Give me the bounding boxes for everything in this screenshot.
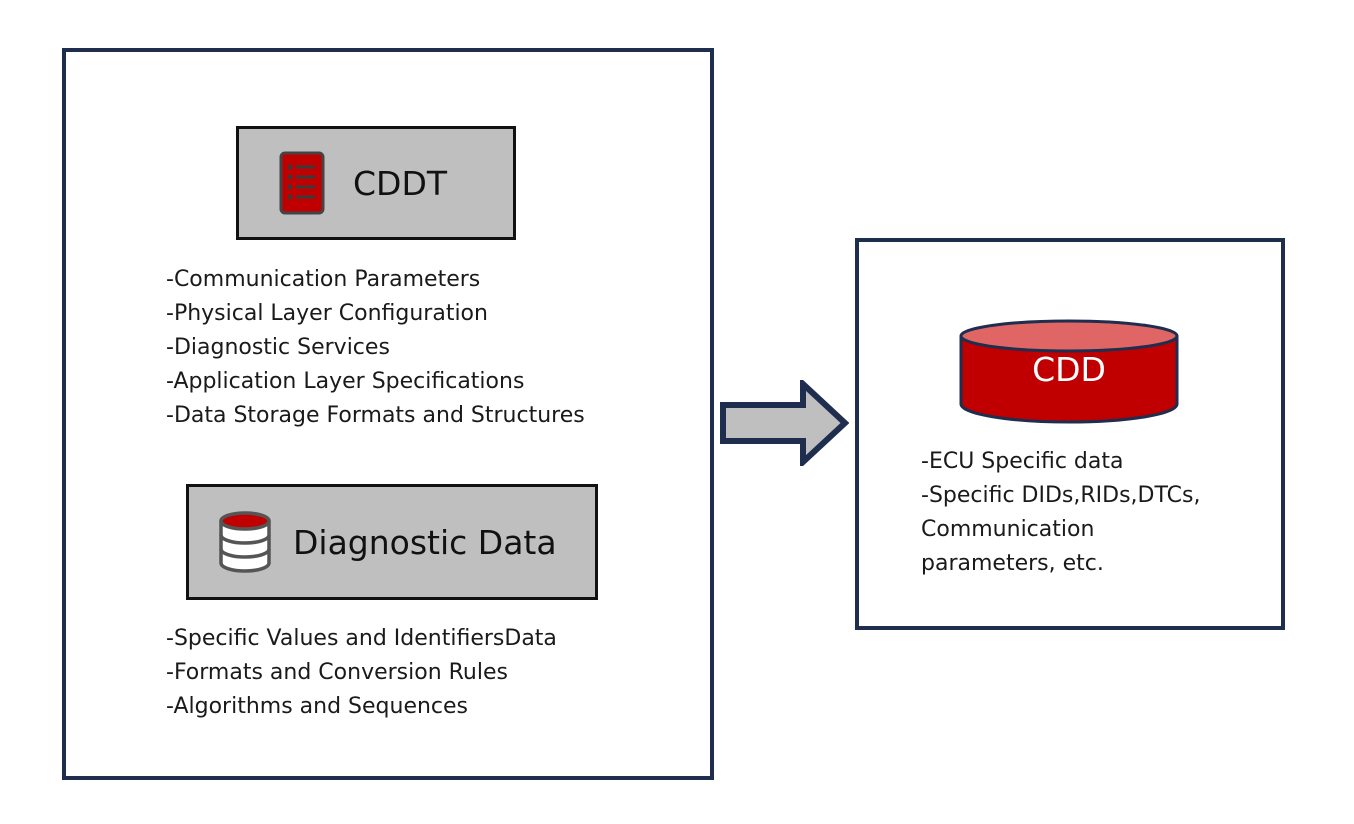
- list-item: -Data Storage Formats and Structures: [166, 403, 585, 428]
- cddt-title: CDDT: [353, 163, 448, 203]
- list-item: -Application Layer Specifications: [166, 369, 525, 394]
- diagnostic-data-items-list: -Specific Values and IdentifiersData -Fo…: [166, 622, 557, 724]
- right-panel-frame: [855, 238, 1285, 630]
- cddt-box: CDDT: [236, 126, 516, 240]
- cylinder-icon: [959, 319, 1179, 424]
- cdd-items-list: -ECU Specific data -Specific DIDs,RIDs,D…: [921, 445, 1200, 581]
- server-icon: [279, 151, 325, 215]
- cddt-items-list: -Communication Parameters -Physical Laye…: [166, 263, 585, 433]
- list-item: -ECU Specific data: [921, 449, 1124, 474]
- list-item: Communication: [921, 517, 1095, 542]
- list-item: -Algorithms and Sequences: [166, 694, 469, 719]
- list-item: -Communication Parameters: [166, 267, 481, 292]
- diagnostic-data-box: Diagnostic Data: [186, 484, 598, 600]
- list-item: -Specific DIDs,RIDs,DTCs,: [921, 483, 1201, 508]
- cdd-title: CDD: [1032, 350, 1106, 389]
- list-item: -Diagnostic Services: [166, 335, 390, 360]
- list-item: parameters, etc.: [921, 551, 1104, 576]
- diagnostic-data-title: Diagnostic Data: [293, 522, 557, 562]
- database-icon: [219, 511, 271, 573]
- list-item: -Specific Values and IdentifiersData: [166, 626, 557, 651]
- list-item: -Physical Layer Configuration: [166, 301, 488, 326]
- list-item: -Formats and Conversion Rules: [166, 660, 508, 685]
- right-arrow-icon: [720, 380, 849, 466]
